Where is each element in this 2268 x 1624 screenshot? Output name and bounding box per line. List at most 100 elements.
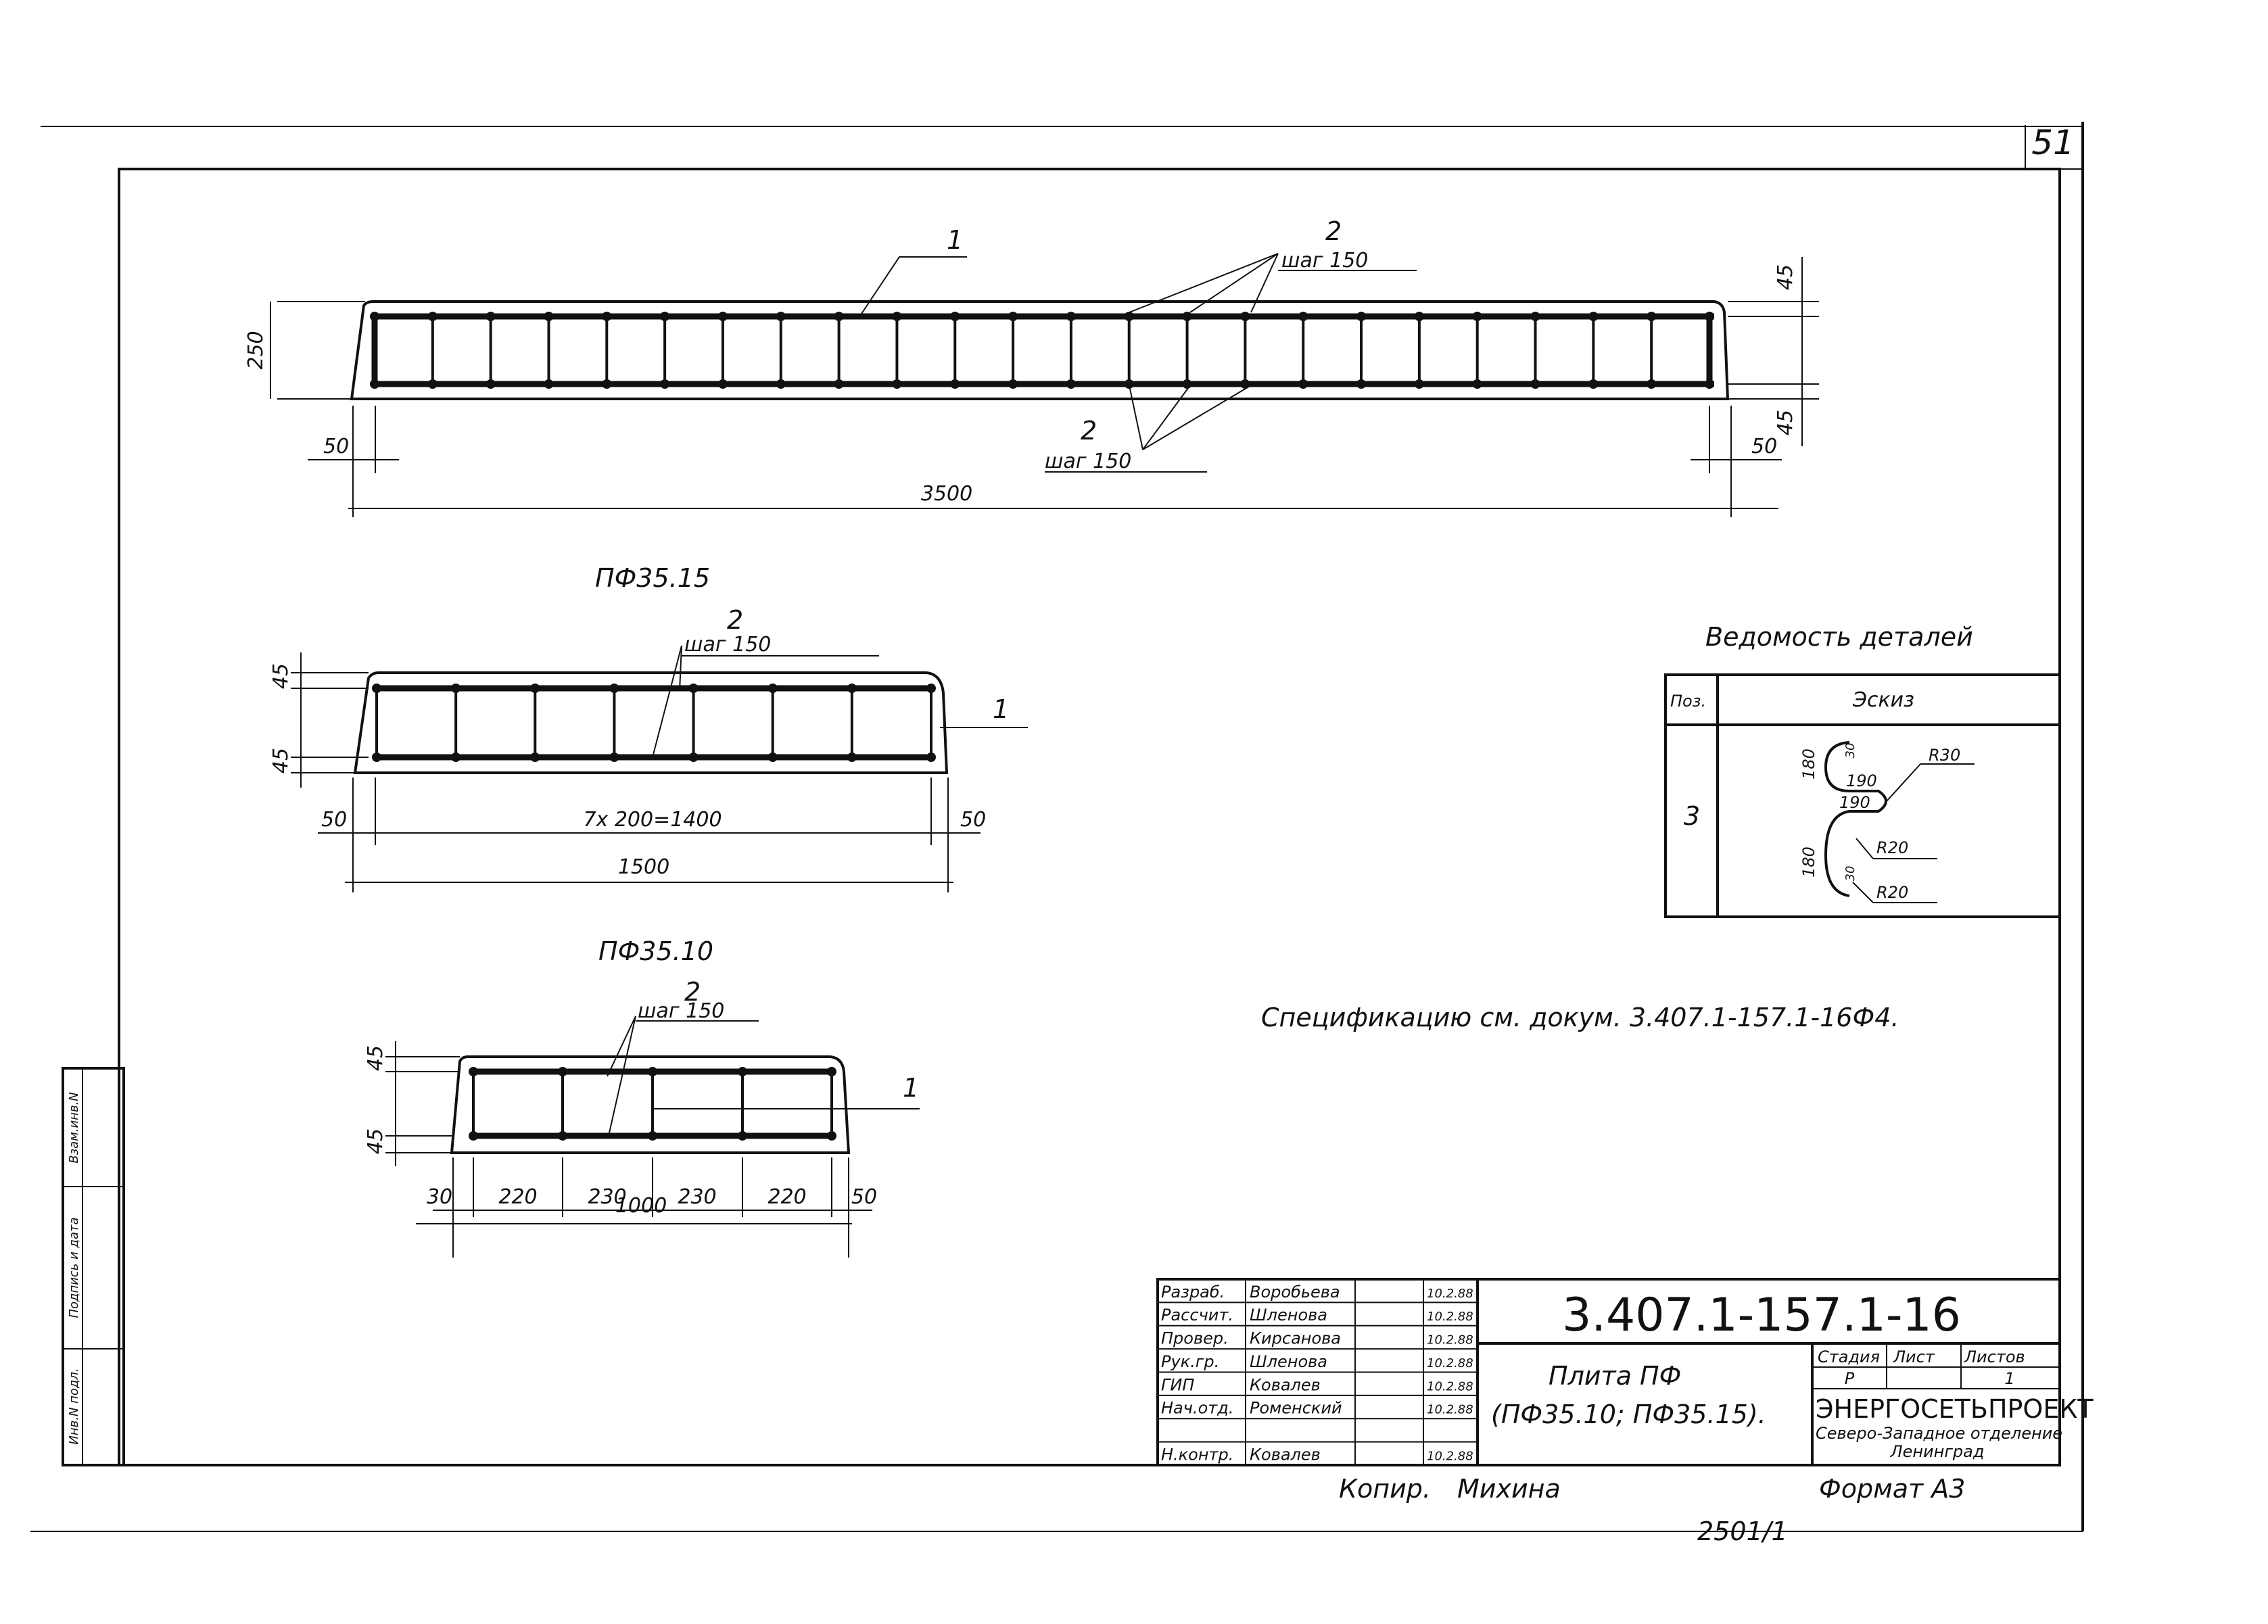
sketch-h-bottom: 180 bbox=[1799, 846, 1818, 878]
span-label-6: 50 bbox=[851, 1185, 877, 1209]
bar-dot bbox=[1647, 312, 1657, 321]
pitch-top-main: шаг 150 bbox=[1281, 249, 1368, 272]
bar-dot bbox=[1124, 379, 1134, 389]
sketch-gap-bottom: 30 bbox=[1843, 866, 1858, 882]
bar-dot bbox=[1472, 312, 1482, 321]
length-pf3510: 1000 bbox=[615, 1194, 667, 1218]
tb-name: Роменский bbox=[1250, 1399, 1342, 1418]
sheets-value: 1 bbox=[2004, 1369, 2014, 1388]
bar-dot bbox=[1414, 379, 1424, 389]
sketch-r3: R20 bbox=[1876, 883, 1908, 902]
links-main bbox=[370, 312, 1714, 389]
slab-outline-main bbox=[350, 300, 1730, 400]
tb-date: 10.2.88 bbox=[1427, 1449, 1473, 1463]
bar-dot bbox=[1414, 312, 1424, 321]
tb-date: 10.2.88 bbox=[1427, 1310, 1473, 1324]
bar-dot bbox=[1182, 312, 1192, 321]
bar-dot bbox=[892, 379, 902, 389]
tb-role: Рук.гр. bbox=[1161, 1352, 1219, 1371]
tb-date: 10.2.88 bbox=[1427, 1403, 1473, 1417]
sheet-header: Лист bbox=[1893, 1347, 1935, 1366]
bar-dot bbox=[738, 1131, 747, 1141]
bar-dot bbox=[738, 1067, 747, 1076]
bar-dot bbox=[1356, 312, 1367, 321]
designation: 3.407.1-157.1-16 bbox=[1562, 1289, 1961, 1342]
bar-dot bbox=[1066, 312, 1076, 321]
bar-dot bbox=[609, 684, 619, 693]
links-pf3510 bbox=[469, 1067, 836, 1141]
sketch-w-mid: 190 bbox=[1839, 793, 1870, 812]
bar-dot bbox=[950, 379, 960, 389]
bar-dot bbox=[544, 379, 554, 389]
tb-date: 10.2.88 bbox=[1427, 1356, 1473, 1370]
bar-dot bbox=[370, 312, 379, 321]
pos-link-bottom-main: 2 bbox=[1081, 416, 1097, 446]
tb-name: Воробьева bbox=[1250, 1283, 1340, 1301]
details-header-sketch: Эскиз bbox=[1852, 688, 1914, 712]
end-left-main: 50 bbox=[323, 435, 349, 458]
pos-link-top-main: 2 bbox=[1325, 216, 1342, 246]
cover-top-pf3510: 45 bbox=[364, 1045, 387, 1071]
title-pf3515: ПФ35.15 bbox=[595, 563, 710, 593]
pos-rebar-pf3510: 1 bbox=[903, 1073, 919, 1103]
bar-dot bbox=[1705, 379, 1714, 389]
side-stamp: Инв.N подл. Подпись и дата Взам.инв.N bbox=[62, 1067, 125, 1466]
tb-name: Ковалев bbox=[1250, 1375, 1321, 1394]
drawing-main-section: 1 2 шаг 150 2 шаг 150 250 45 45 50 50 35… bbox=[244, 216, 1819, 517]
copier-name: Михина bbox=[1457, 1474, 1561, 1504]
tb-role: Нач.отд. bbox=[1161, 1399, 1233, 1418]
end-right-main: 50 bbox=[1751, 435, 1777, 458]
details-header-pos: Поз. bbox=[1670, 692, 1706, 711]
bar-dot bbox=[926, 684, 936, 693]
length-main: 3500 bbox=[921, 482, 972, 506]
bar-dot bbox=[834, 379, 844, 389]
bar-dot bbox=[1530, 379, 1540, 389]
sketch-gap-top: 30 bbox=[1843, 743, 1858, 759]
bar-dot bbox=[834, 312, 844, 321]
bar-dot bbox=[451, 684, 461, 693]
details-position: 3 bbox=[1684, 801, 1700, 831]
bar-dot bbox=[558, 1067, 567, 1076]
bar-dot bbox=[1298, 379, 1308, 389]
cover-top-main: 45 bbox=[1774, 264, 1797, 290]
bar-dot bbox=[1530, 312, 1540, 321]
details-table-title: Ведомость деталей bbox=[1705, 622, 1973, 652]
spec-note: Спецификацию см. докум. 3.407.1-157.1-16… bbox=[1261, 1003, 1899, 1032]
bar-dot bbox=[427, 312, 438, 321]
tb-role: Разраб. bbox=[1161, 1283, 1225, 1301]
bar-dot bbox=[648, 1131, 657, 1141]
bar-dot bbox=[558, 1131, 567, 1141]
sketch-r1: R30 bbox=[1929, 746, 1960, 765]
title-pf3510: ПФ35.10 bbox=[598, 936, 713, 966]
detail-sketch-3: 180 30 190 190 R30 R20 180 30 R20 bbox=[1799, 741, 1975, 903]
bar-dot bbox=[648, 1067, 657, 1076]
span-label-3: 230 bbox=[588, 1185, 626, 1209]
stage-header: Стадия bbox=[1818, 1347, 1880, 1366]
bar-dot bbox=[660, 379, 670, 389]
pos-rebar-main: 1 bbox=[947, 225, 963, 255]
tb-role: ГИП bbox=[1161, 1375, 1194, 1394]
sketch-w-top: 190 bbox=[1846, 771, 1877, 790]
page-number: 51 bbox=[2031, 123, 2075, 162]
pos-rebar-pf3515: 1 bbox=[993, 694, 1009, 724]
sheets-header: Листов bbox=[1964, 1347, 2025, 1366]
bar-dot bbox=[1705, 312, 1714, 321]
sketch-h-top: 180 bbox=[1799, 748, 1818, 780]
bar-dot bbox=[451, 753, 461, 762]
bar-dot bbox=[660, 312, 670, 321]
bar-dot bbox=[530, 753, 540, 762]
tb-name: Ковалев bbox=[1250, 1445, 1321, 1464]
stamp-number: 2501/1 bbox=[1697, 1516, 1788, 1546]
bar-dot bbox=[370, 379, 379, 389]
pitch-pf3515: шаг 150 bbox=[684, 633, 771, 656]
bar-dot bbox=[486, 379, 496, 389]
bar-dot bbox=[1588, 312, 1599, 321]
bar-dot bbox=[427, 379, 438, 389]
org-branch: Северо-Западное отделение bbox=[1816, 1424, 2062, 1443]
bar-dot bbox=[1588, 379, 1599, 389]
bar-dot bbox=[469, 1067, 478, 1076]
side-stamp-inv: Инв.N подл. bbox=[67, 1368, 81, 1444]
bar-dot bbox=[767, 753, 778, 762]
